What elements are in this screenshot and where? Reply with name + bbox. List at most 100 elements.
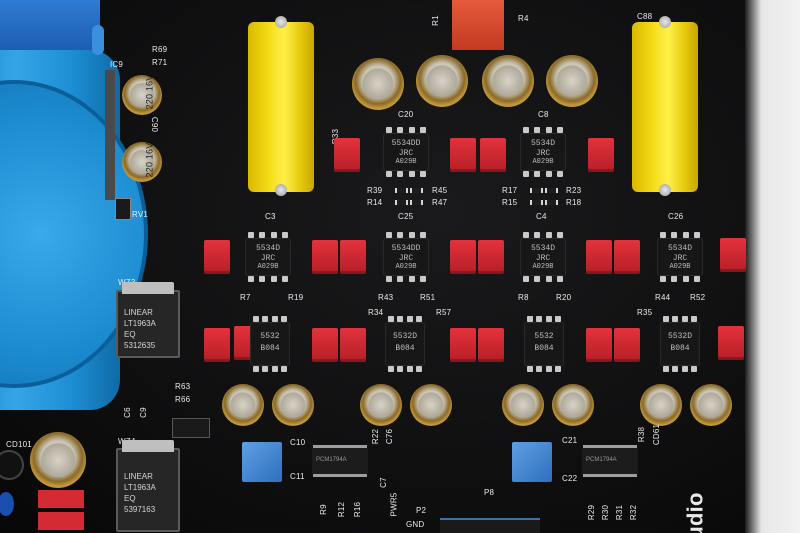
small-cap-label-top: 220 16V (144, 74, 155, 110)
smd-resistor (545, 188, 558, 193)
label-r20: R20 (556, 293, 572, 302)
label-c9: C9 (138, 407, 148, 418)
label-r69: R69 (152, 45, 168, 54)
label-r43: R43 (378, 293, 394, 302)
label-c22: C22 (562, 474, 578, 483)
smd-resistor (395, 200, 408, 205)
smd-resistor (410, 200, 423, 205)
capacitor-c-bottom (122, 142, 162, 182)
film-capacitor-left (248, 16, 314, 196)
label-p2: P2 (416, 506, 427, 515)
capacitor-low-7 (640, 384, 682, 426)
label-r4: R4 (518, 14, 529, 23)
label-r66: R66 (175, 395, 191, 404)
label-r44: R44 (655, 293, 671, 302)
regulator-wz4: LINEAR LT1963A EQ 5397163 (116, 440, 180, 532)
wima-cap-l5 (450, 328, 476, 362)
led-indicator (0, 450, 24, 480)
label-r30: R30 (601, 504, 611, 521)
capacitor-low-4 (410, 384, 452, 426)
smd-resistor (410, 188, 423, 193)
label-r29: R29 (587, 504, 597, 521)
dac-chip-left: PCM1794A (312, 448, 368, 474)
wima-cap-m2 (312, 240, 338, 274)
wima-cap-l7 (586, 328, 612, 362)
background-edge (745, 0, 800, 533)
capacitor-top-3 (482, 55, 534, 107)
wima-cap-m5 (478, 240, 504, 274)
label-r17: R17 (502, 186, 518, 195)
wima-cap-l1 (204, 328, 230, 362)
label-c25: C25 (398, 212, 414, 221)
label-r57: R57 (436, 308, 452, 317)
red-connector-bottom (38, 512, 84, 530)
label-gnd: GND (406, 520, 425, 529)
blue-relay-left (242, 442, 282, 482)
label-c90: C90 (150, 116, 160, 133)
label-c20: C20 (398, 110, 414, 119)
label-r52: R52 (690, 293, 706, 302)
brand-text: udio (682, 492, 708, 533)
label-r1: R1 (430, 15, 440, 26)
label-r14: R14 (367, 198, 383, 207)
red-connector-top (38, 490, 84, 508)
label-c4: C4 (536, 212, 547, 221)
smd-resistor (530, 188, 543, 193)
wima-cap-l6 (478, 328, 504, 362)
label-r18: R18 (566, 198, 582, 207)
label-r16: R16 (353, 501, 363, 518)
ic9-heatsink (105, 70, 115, 200)
label-r31: R31 (615, 504, 625, 521)
wima-cap-t1 (334, 138, 360, 172)
label-c7: C7 (378, 477, 388, 488)
label-r15: R15 (502, 198, 518, 207)
label-c88: C88 (637, 12, 653, 21)
capacitor-c-top (122, 75, 162, 115)
wima-cap-m3 (340, 240, 366, 274)
smd-resistor (395, 188, 408, 193)
jumper-connector[interactable] (172, 418, 210, 438)
toroidal-transformer (0, 50, 148, 410)
smd-resistor (545, 200, 558, 205)
small-blue-cap (92, 25, 104, 55)
label-r32: R32 (629, 504, 639, 521)
connector-p8[interactable] (440, 518, 540, 533)
capacitor-left-big (30, 432, 86, 488)
wima-cap-m6 (586, 240, 612, 274)
film-capacitor-right (632, 16, 698, 196)
label-r12: R12 (337, 501, 347, 518)
capacitor-low-6 (552, 384, 594, 426)
label-r45: R45 (432, 186, 448, 195)
label-r47: R47 (432, 198, 448, 207)
regulator-wz3: LINEAR LT1963A EQ 5312635 (116, 282, 180, 358)
rv1-trimmer[interactable] (115, 198, 131, 220)
capacitor-low-2 (272, 384, 314, 426)
label-r19: R19 (288, 293, 304, 302)
label-r71: R71 (152, 58, 168, 67)
blue-relay-right (512, 442, 552, 482)
wima-cap-m4 (450, 240, 476, 274)
label-r34: R34 (368, 308, 384, 317)
label-r38: R38 (637, 426, 647, 443)
small-cap-label-bottom: 220 16V (144, 142, 155, 178)
label-r9: R9 (318, 504, 328, 515)
label-c26: C26 (668, 212, 684, 221)
label-r35: R35 (637, 308, 653, 317)
label-r63: R63 (175, 382, 191, 391)
blue-box-capacitor (0, 0, 100, 50)
label-r7: R7 (240, 293, 251, 302)
capacitor-low-5 (502, 384, 544, 426)
label-r8: R8 (518, 293, 529, 302)
label-c8: C8 (538, 110, 549, 119)
capacitor-top-4 (546, 55, 598, 107)
label-c10: C10 (290, 438, 306, 447)
